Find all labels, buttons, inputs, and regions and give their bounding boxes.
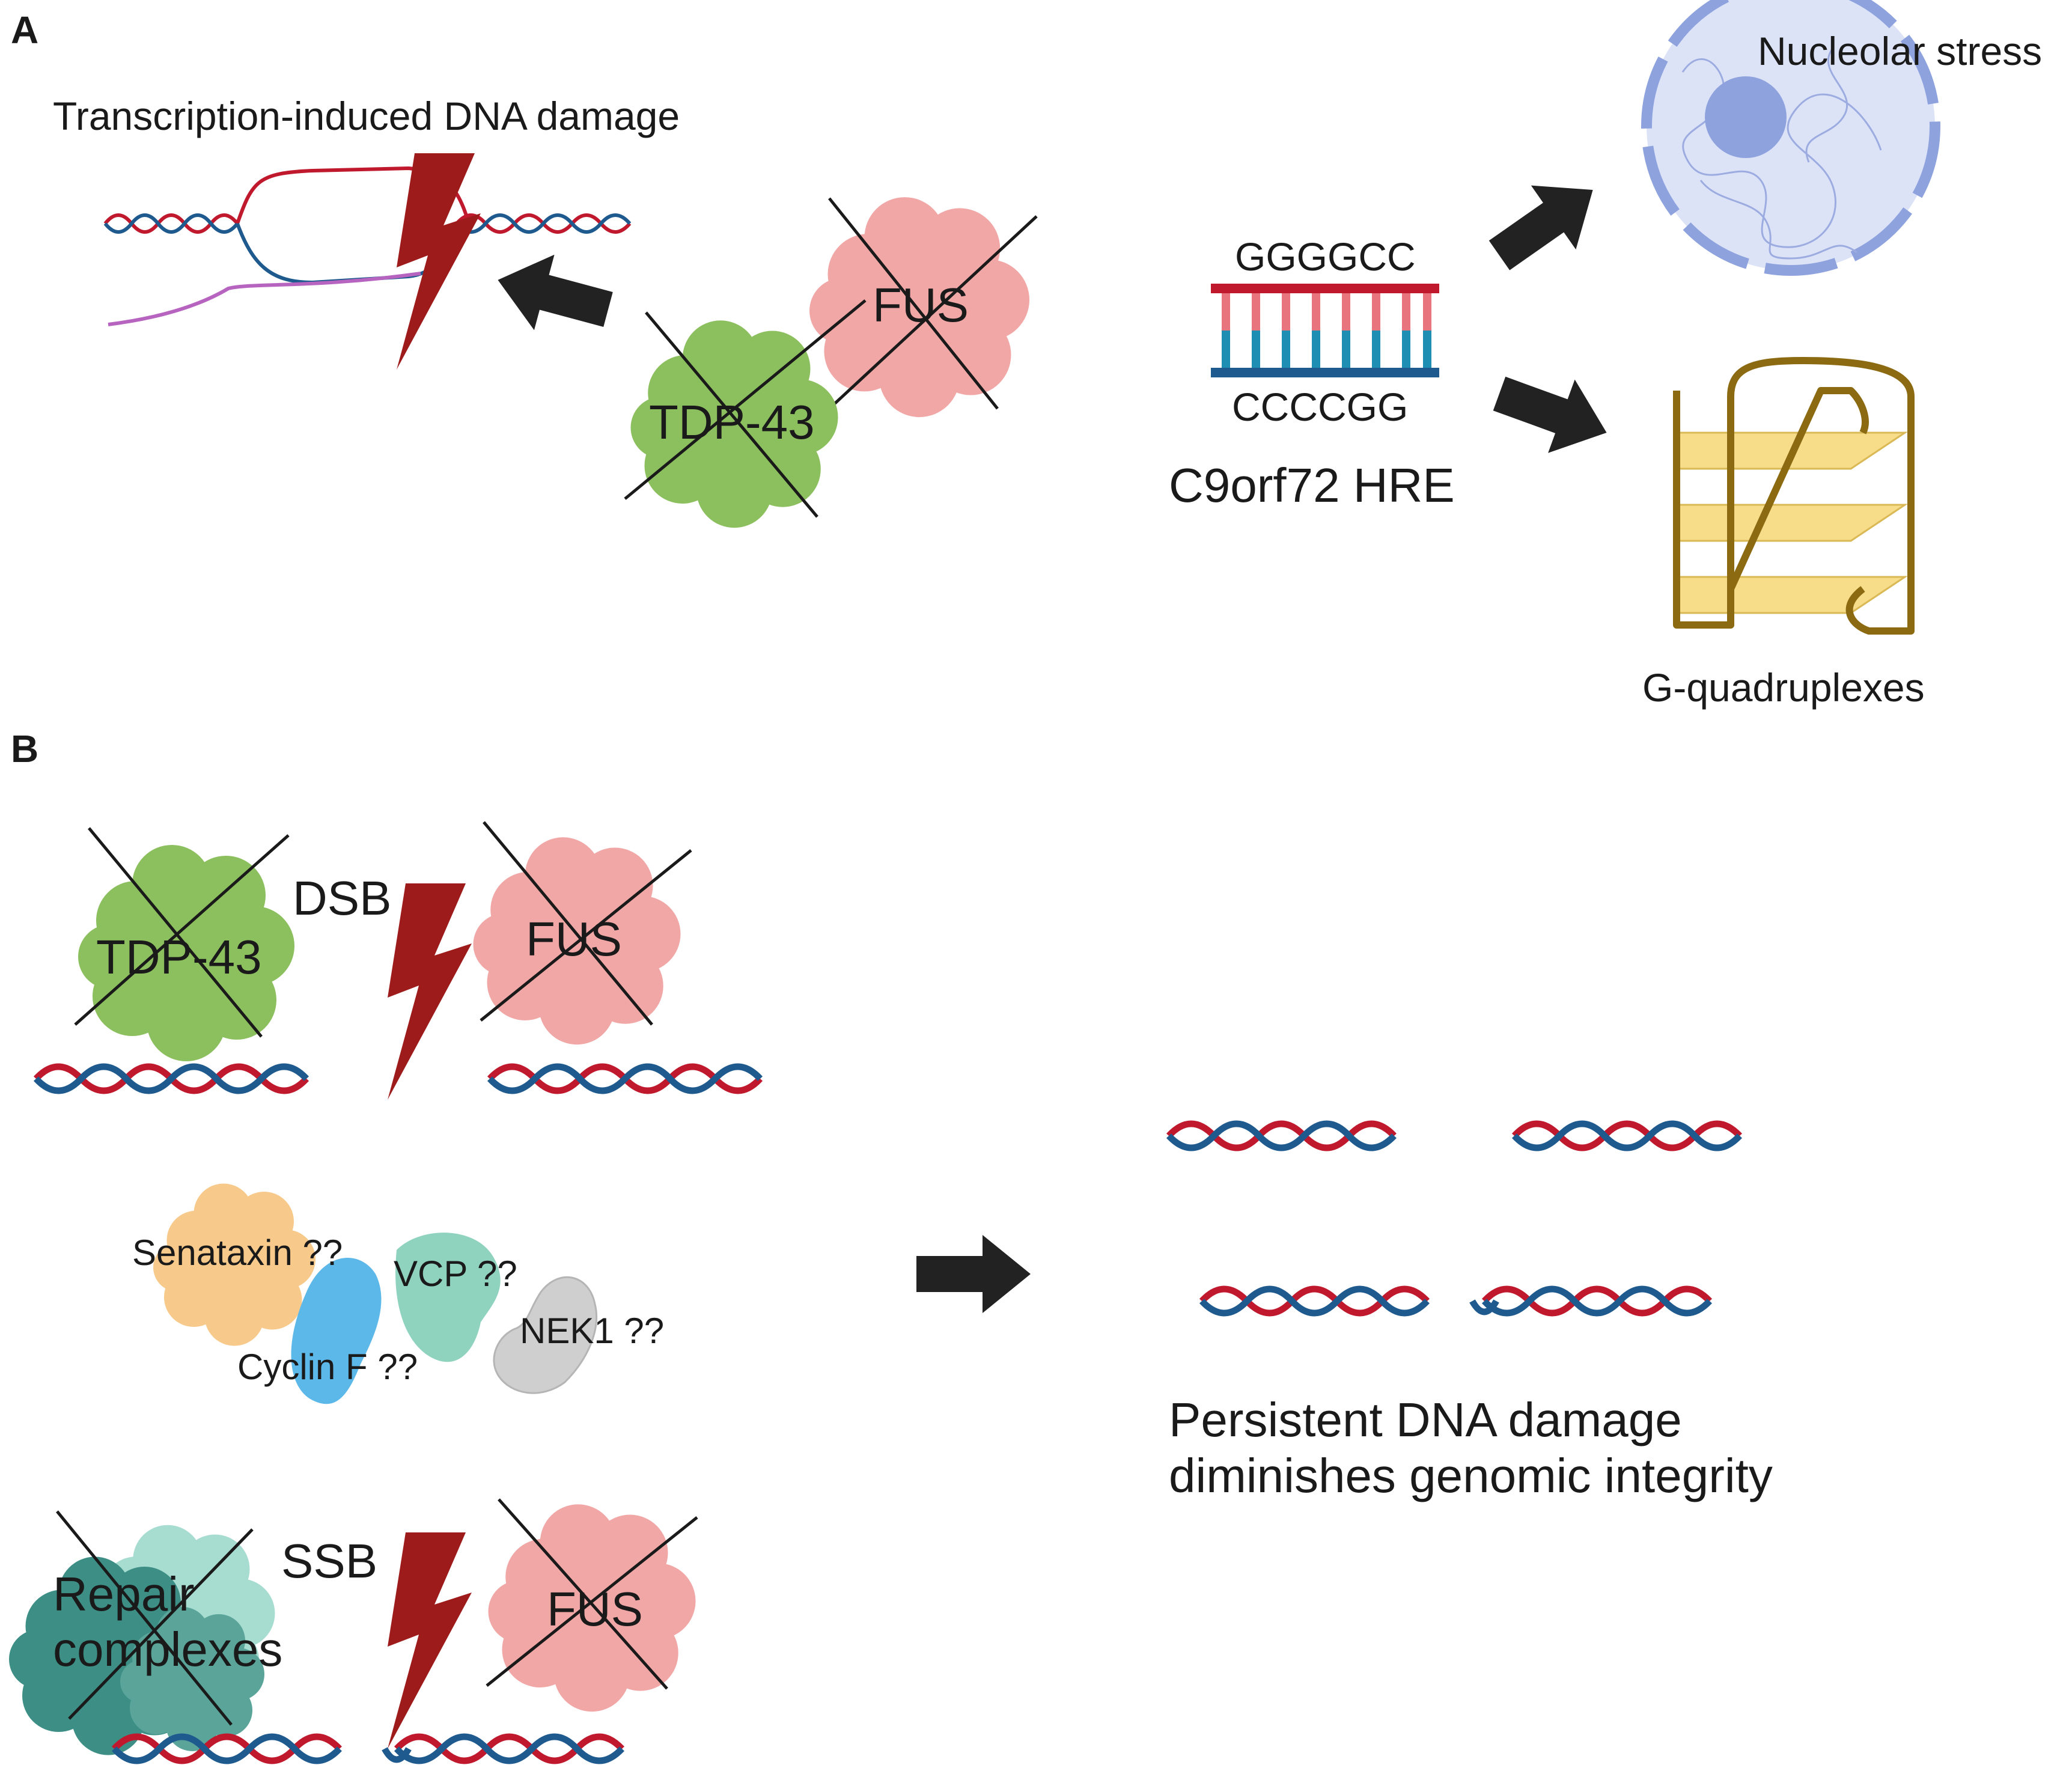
vcp-label: VCP ?? bbox=[394, 1254, 517, 1294]
fus-cross-icon bbox=[828, 197, 1038, 410]
hre-label: C9orf72 HRE bbox=[1169, 459, 1455, 512]
lightning-icon bbox=[397, 153, 481, 370]
rloop-dna bbox=[103, 166, 632, 326]
broken-dna-top-left-icon bbox=[1166, 1120, 1397, 1151]
vcp-protein-icon bbox=[395, 1233, 501, 1362]
nek1-protein-icon bbox=[493, 1276, 598, 1394]
hre-ladder-icon bbox=[1211, 284, 1439, 377]
nucleolar-stress-label: Nucleolar stress bbox=[1758, 29, 2042, 73]
arrow-to-rloop-icon bbox=[487, 242, 618, 347]
tdp43-cross-icon bbox=[624, 299, 867, 518]
hre-top-sequence: GGGGCC bbox=[1235, 234, 1416, 279]
ssb-label: SSB bbox=[281, 1534, 377, 1588]
result-line1: Persistent DNA damage bbox=[1169, 1393, 1682, 1446]
tdp43-b-cross-icon bbox=[74, 827, 290, 1038]
nucleolus-icon bbox=[1641, 0, 1940, 276]
arrow-to-nucleolus-icon bbox=[1476, 157, 1615, 288]
dsb-dna-left-icon bbox=[33, 1063, 309, 1094]
broken-dna-top-right-icon bbox=[1511, 1120, 1742, 1151]
gquadruplex-label: G-quadruplexes bbox=[1642, 665, 1925, 710]
cyclinf-label: Cyclin F ?? bbox=[237, 1347, 418, 1387]
fus-label-b-top: FUS bbox=[526, 912, 622, 966]
ssb-lightning-icon bbox=[388, 1532, 472, 1749]
cyclinf-protein-icon bbox=[291, 1257, 382, 1404]
repair-cross-icon bbox=[56, 1510, 254, 1726]
result-line2: diminishes genomic integrity bbox=[1169, 1449, 1773, 1502]
ssb-dna-icon bbox=[111, 1733, 624, 1764]
transcription-damage-label: Transcription-induced DNA damage bbox=[53, 94, 680, 138]
nek1-label: NEK1 ?? bbox=[520, 1311, 664, 1351]
panel-label-a: A bbox=[11, 8, 38, 52]
nicked-dna-icon bbox=[1199, 1285, 1712, 1317]
gquadruplex-icon bbox=[1673, 357, 1915, 635]
panel-label-b: B bbox=[11, 727, 38, 770]
fus-b-bottom-cross-icon bbox=[486, 1498, 698, 1690]
dsb-dna-right-icon bbox=[487, 1063, 763, 1094]
dsb-label: DSB bbox=[293, 871, 392, 925]
arrow-to-gquadruplex-icon bbox=[1485, 356, 1620, 470]
fus-b-top-cross-icon bbox=[480, 821, 692, 1026]
senataxin-label: Senataxin ?? bbox=[132, 1233, 343, 1273]
tdp43-label: TDP-43 bbox=[649, 395, 815, 449]
dsb-lightning-icon bbox=[388, 883, 472, 1100]
arrow-to-result-icon bbox=[916, 1235, 1031, 1313]
repair-label-line2: complexes bbox=[53, 1623, 282, 1676]
hre-bottom-sequence: CCCCGG bbox=[1232, 385, 1408, 429]
